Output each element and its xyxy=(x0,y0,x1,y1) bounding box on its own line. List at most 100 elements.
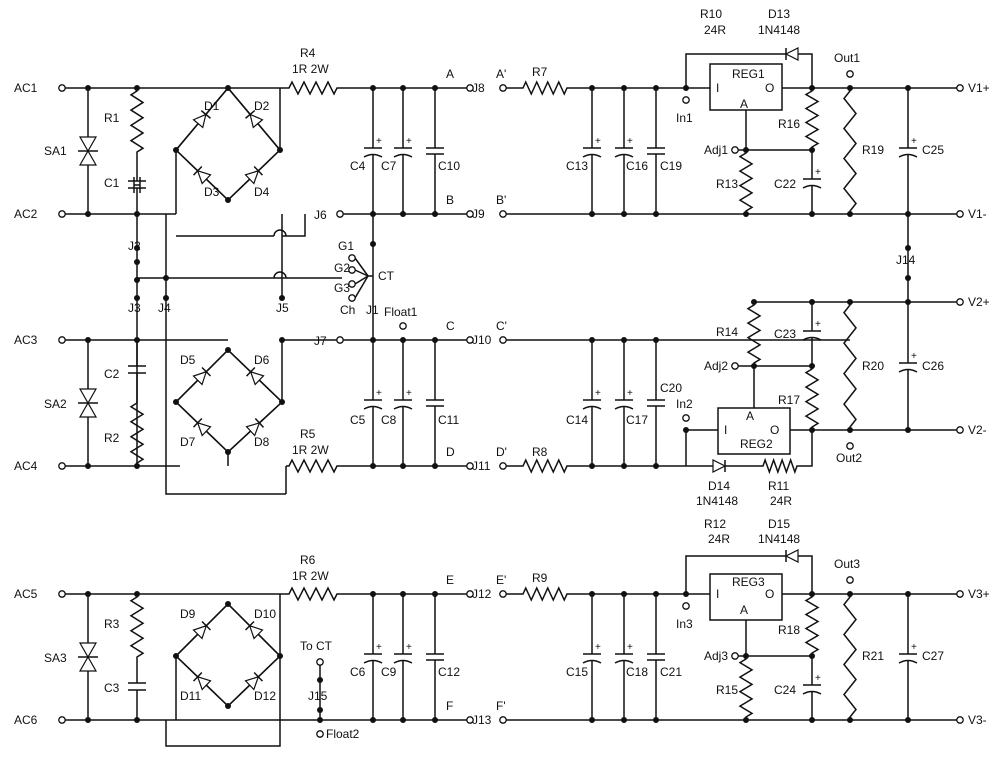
junction-dot xyxy=(653,211,659,217)
junction-dot xyxy=(370,241,376,247)
junction-dot xyxy=(225,85,231,91)
label-r6: R6 xyxy=(300,553,316,567)
svg-text:+: + xyxy=(911,351,917,362)
capacitor-c21 xyxy=(647,594,665,720)
label-d6: D6 xyxy=(254,353,270,367)
label-v1m: V1- xyxy=(968,207,987,221)
label-d9: D9 xyxy=(180,607,196,621)
junction-dot xyxy=(683,427,689,433)
label-fp: F' xyxy=(496,699,506,713)
label-ac2: AC2 xyxy=(14,207,38,221)
label-d3: D3 xyxy=(204,185,220,199)
capacitor-c19 xyxy=(647,88,665,214)
junction-dot xyxy=(134,463,140,469)
label-c17: C17 xyxy=(626,413,648,427)
junction-dot xyxy=(847,717,853,723)
svg-text:+: + xyxy=(627,388,633,399)
svg-text:+: + xyxy=(911,136,917,147)
junction-dot xyxy=(163,275,169,281)
label-j2: J2 xyxy=(128,239,141,253)
capacitor-c10 xyxy=(426,88,444,214)
capacitor-c15: + xyxy=(582,594,602,720)
label-r17: R17 xyxy=(778,393,800,407)
label-r5-value: 1R 2W xyxy=(292,443,329,457)
junction-dot xyxy=(589,211,595,217)
diode-d9 xyxy=(175,603,229,657)
capacitor-c20 xyxy=(647,340,665,466)
junction-dot xyxy=(847,211,853,217)
label-r11-value: 24R xyxy=(770,494,792,508)
capacitor-c26: + xyxy=(898,302,918,430)
junction-dot xyxy=(370,85,376,91)
junction-dot xyxy=(85,591,91,597)
surge-arrester-sa1 xyxy=(78,88,98,214)
terminal-adj3 xyxy=(731,652,739,660)
label-b: B xyxy=(446,193,454,207)
label-toct: To CT xyxy=(300,639,333,653)
label-d7: D7 xyxy=(180,435,196,449)
label-d8: D8 xyxy=(254,435,270,449)
label-v3m: V3- xyxy=(968,713,987,727)
capacitor-c23: + xyxy=(802,302,822,366)
label-d14: D14 xyxy=(708,479,730,493)
junction-dot xyxy=(370,211,376,217)
resistor-r3 xyxy=(129,594,145,660)
diode-d13 xyxy=(778,47,806,61)
junction-dot xyxy=(277,653,283,659)
terminal-a-prime xyxy=(499,84,507,92)
label-r19: R19 xyxy=(862,143,884,157)
label-reg3: REG3 xyxy=(732,575,765,589)
diode-d5 xyxy=(175,349,229,403)
junction-dot xyxy=(370,337,376,343)
label-d11: D11 xyxy=(180,689,201,703)
terminal-f-prime xyxy=(499,716,507,724)
wire xyxy=(354,275,369,299)
terminal-float2 xyxy=(316,730,324,738)
label-ac6: AC6 xyxy=(14,713,38,727)
diode-d6 xyxy=(227,349,283,403)
regulator-reg1 xyxy=(709,63,783,111)
junction-dot xyxy=(621,591,627,597)
label-d13: D13 xyxy=(768,7,790,21)
terminal-g xyxy=(348,280,356,288)
resistor-r19 xyxy=(843,88,857,214)
resistor-r8 xyxy=(520,458,570,474)
label-sa3: SA3 xyxy=(44,651,67,665)
junction-dot xyxy=(589,85,595,91)
resistor-r4 xyxy=(286,80,340,96)
label-float2: Float2 xyxy=(326,727,360,741)
svg-text:+: + xyxy=(627,136,633,147)
junction-dot xyxy=(653,591,659,597)
label-r10-value: 24R xyxy=(704,23,726,37)
svg-text:+: + xyxy=(406,642,412,653)
label-ac3: AC3 xyxy=(14,333,38,347)
diode-d2 xyxy=(227,87,281,151)
label-r4: R4 xyxy=(300,46,316,60)
label-out3: Out3 xyxy=(834,557,860,571)
terminal-ac2 xyxy=(58,210,66,218)
junction-dot xyxy=(134,211,140,217)
junction-dot xyxy=(279,337,285,343)
label-r1: R1 xyxy=(104,111,120,125)
junction-dot xyxy=(225,703,231,709)
label-c15: C15 xyxy=(566,665,588,679)
wire-crossover xyxy=(273,229,287,237)
junction-dot xyxy=(279,399,285,405)
junction-dot xyxy=(370,463,376,469)
label-cp: C' xyxy=(496,319,507,333)
wire xyxy=(354,269,369,277)
label-d12: D12 xyxy=(254,689,276,703)
svg-text:+: + xyxy=(595,642,601,653)
junction-dot xyxy=(589,591,595,597)
terminal-j9 xyxy=(466,210,474,218)
label-r6-value: 1R 2W xyxy=(292,569,329,583)
label-j3: J3 xyxy=(128,301,141,315)
wire xyxy=(806,53,813,88)
label-c11: C11 xyxy=(438,413,459,427)
capacitor-c13: + xyxy=(582,88,602,214)
capacitor-c25: + xyxy=(898,88,918,214)
wire xyxy=(800,430,813,467)
label-r14: R14 xyxy=(716,325,738,339)
label-f: F xyxy=(446,699,453,713)
svg-text:+: + xyxy=(815,673,821,684)
